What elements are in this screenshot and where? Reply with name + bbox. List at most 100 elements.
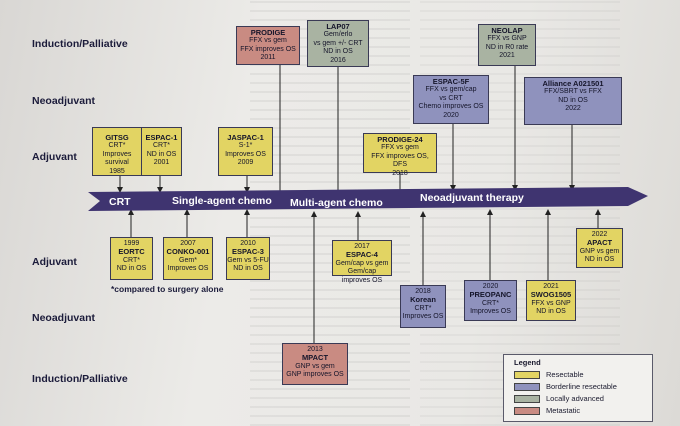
trial-title: ESPAC-5F: [432, 77, 470, 86]
legend-title: Legend: [514, 358, 541, 367]
trial-box-gitsg: GITSG CRT* Improves survival 1985: [92, 127, 142, 176]
trial-title: EORTC: [118, 247, 145, 257]
trial-title: PREOPANC: [469, 290, 512, 300]
trial-line: ND in OS: [536, 308, 566, 316]
trial-title: Korean: [410, 295, 436, 305]
trial-line: FFX vs gem: [249, 37, 287, 45]
row-label-adjuvant-top: Adjuvant: [32, 151, 77, 163]
trial-box-korean: 2018 Korean CRT* Improves OS: [400, 285, 446, 328]
trial-line: FFX vs gem: [381, 144, 419, 152]
trial-line: vs gem +/- CRT: [313, 39, 363, 47]
trial-box-espac-1: ESPAC-1 CRT* ND in OS 2001: [141, 127, 182, 176]
trial-line: CRT*: [108, 142, 126, 150]
trial-year: 2020: [443, 111, 459, 119]
era-label-neoadjuvant: Neoadjuvant therapy: [420, 192, 524, 204]
trial-line: Improves OS: [167, 265, 209, 273]
trial-line: FFX improves OS: [240, 45, 296, 53]
trial-box-eortc: 1999 EORTC CRT* ND in OS: [110, 237, 153, 280]
trial-year: 2022: [591, 231, 608, 238]
trial-title: CONKO-001: [166, 247, 210, 257]
trial-year: 2010: [240, 240, 256, 247]
trial-year: 2022: [565, 105, 581, 113]
legend: Legend Resectable Borderline resectable …: [503, 354, 653, 422]
trial-box-espac-5f: ESPAC-5F FFX vs gem/cap vs CRT Chemo imp…: [413, 75, 489, 124]
trial-line: ND in OS: [146, 150, 177, 158]
trial-box-alliance: Alliance A021501 FFX/SBRT vs FFX ND in O…: [524, 77, 622, 125]
legend-label: Borderline resectable: [546, 382, 617, 391]
legend-item: Borderline resectable: [514, 382, 617, 392]
trial-line: Gem vs 5-FU: [227, 256, 269, 264]
trial-line: Gem/cap improves OS: [341, 268, 383, 284]
trial-line: Chemo improves OS: [418, 103, 484, 111]
trial-box-mpact: 2013 MPACT GNP vs gem GNP improves OS: [282, 343, 348, 385]
trial-line: S-1*: [238, 142, 253, 150]
trial-title: ESPAC-3: [232, 247, 264, 257]
legend-swatch: [514, 371, 540, 380]
trial-box-prodige: PRODIGE FFX vs gem FFX improves OS 2011: [236, 26, 300, 65]
trial-box-espac-4: 2017 ESPAC-4 Gem/cap vs gem Gem/cap impr…: [332, 240, 392, 284]
trial-line: Gem/cap vs gem: [335, 259, 389, 267]
trial-title: NEOLAP: [491, 26, 523, 35]
trial-title: SWOG1505: [530, 290, 572, 300]
legend-item: Resectable: [514, 370, 584, 380]
trial-year: 2021: [543, 283, 559, 290]
row-label-neoadjuvant-top: Neoadjuvant: [32, 95, 96, 107]
trial-box-prodige-24: PRODIGE-24 FFX vs gem FFX improves OS, D…: [363, 133, 437, 177]
era-label-multi-agent: Multi-agent chemo: [290, 197, 383, 209]
trial-title: ESPAC-1: [145, 133, 178, 142]
trial-year: 2020: [482, 283, 499, 290]
trial-box-neolap: NEOLAP FFX vs GNP ND in R0 rate 2021: [478, 24, 536, 66]
legend-label: Resectable: [546, 370, 584, 379]
trial-year: 2018: [415, 288, 431, 295]
trial-year: 2007: [180, 240, 196, 247]
trial-box-swog1505: 2021 SWOG1505 FFX vs GNP ND in OS: [526, 280, 576, 321]
trial-line: CRT*: [153, 142, 170, 150]
trial-title: PRODIGE-24: [377, 135, 423, 144]
trial-box-jaspac-1: JASPAC-1 S-1* Improves OS 2009: [218, 127, 273, 176]
era-label-crt: CRT: [109, 196, 131, 208]
row-label-induction-bottom: Induction/Palliative: [32, 373, 128, 385]
trial-line: Improves OS: [402, 313, 444, 321]
trial-title: ESPAC-4: [346, 250, 378, 260]
trial-year: 2009: [237, 159, 254, 167]
trial-line: GNP vs gem: [579, 247, 620, 255]
trial-title: APACT: [586, 238, 613, 248]
trial-year: 2001: [153, 159, 170, 167]
trial-line: FFX vs GNP: [531, 299, 571, 307]
trial-line: Improves OS: [470, 308, 511, 316]
trial-title: GITSG: [105, 133, 129, 142]
trial-line: ND in R0 rate: [485, 43, 529, 51]
trial-box-apact: 2022 APACT GNP vs gem ND in OS: [576, 228, 623, 268]
legend-label: Locally advanced: [546, 394, 604, 403]
trial-box-preopanc: 2020 PREOPANC CRT* Improves OS: [464, 280, 517, 321]
trial-box-espac-3: 2010 ESPAC-3 Gem vs 5-FU ND in OS: [226, 237, 270, 280]
trial-title: LAP07: [326, 22, 350, 31]
trial-line: GNP improves OS: [286, 371, 344, 379]
footnote: *compared to surgery alone: [111, 284, 224, 294]
trial-line: GNP vs gem: [295, 362, 335, 370]
trial-line: Gem*: [179, 256, 197, 264]
legend-item: Locally advanced: [514, 394, 604, 404]
legend-swatch: [514, 407, 540, 416]
trial-year: 2017: [354, 243, 370, 250]
legend-item: Metastatic: [514, 406, 580, 416]
trial-line: vs CRT: [439, 94, 463, 102]
row-label-adjuvant-bottom: Adjuvant: [32, 256, 77, 268]
trial-line: CRT*: [123, 256, 140, 264]
trial-year: 2021: [499, 52, 515, 60]
row-label-induction-top: Induction/Palliative: [32, 38, 128, 50]
trial-line: CRT*: [414, 304, 432, 312]
era-label-single-agent: Single-agent chemo: [172, 195, 272, 207]
trial-line: FFX/SBRT vs FFX: [544, 88, 602, 96]
trial-line: ND in OS: [323, 48, 353, 56]
trial-line: ND in OS: [116, 265, 147, 273]
row-label-neoadjuvant-bottom: Neoadjuvant: [32, 312, 96, 324]
trial-line: FFX vs GNP: [487, 35, 527, 43]
trial-line: ND in OS: [584, 256, 615, 264]
trial-line: FFX improves OS, DFS: [371, 152, 429, 169]
trial-title: JASPAC-1: [227, 133, 264, 142]
trial-title: PRODIGE: [250, 28, 286, 37]
trial-line: Improves survival: [102, 150, 132, 167]
